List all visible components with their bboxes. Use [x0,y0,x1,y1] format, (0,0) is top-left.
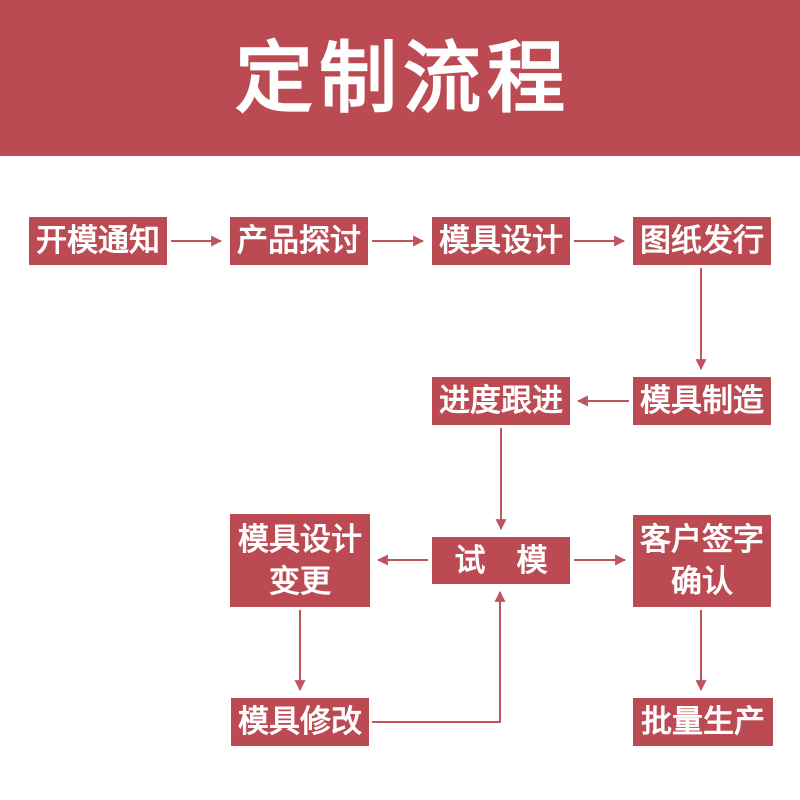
node-customer-sign-off: 客户签字 确认 [633,515,771,607]
node-mold-opening-notice: 开模通知 [29,217,167,265]
node-mold-manufacturing: 模具制造 [633,377,771,425]
connector-modification-to-trial [372,590,506,723]
node-mold-modification: 模具修改 [231,698,369,746]
node-mold-design-change: 模具设计 变更 [230,514,370,607]
page-title: 定制流程 [234,34,571,122]
node-drawing-release: 图纸发行 [633,217,771,265]
node-mold-design: 模具设计 [432,217,570,265]
node-mold-trial: 试 模 [432,537,570,584]
header-banner: 定制流程 [0,0,800,156]
node-mass-production: 批量生产 [633,698,773,746]
node-product-discussion: 产品探讨 [230,217,368,265]
node-progress-tracking: 进度跟进 [432,377,570,425]
